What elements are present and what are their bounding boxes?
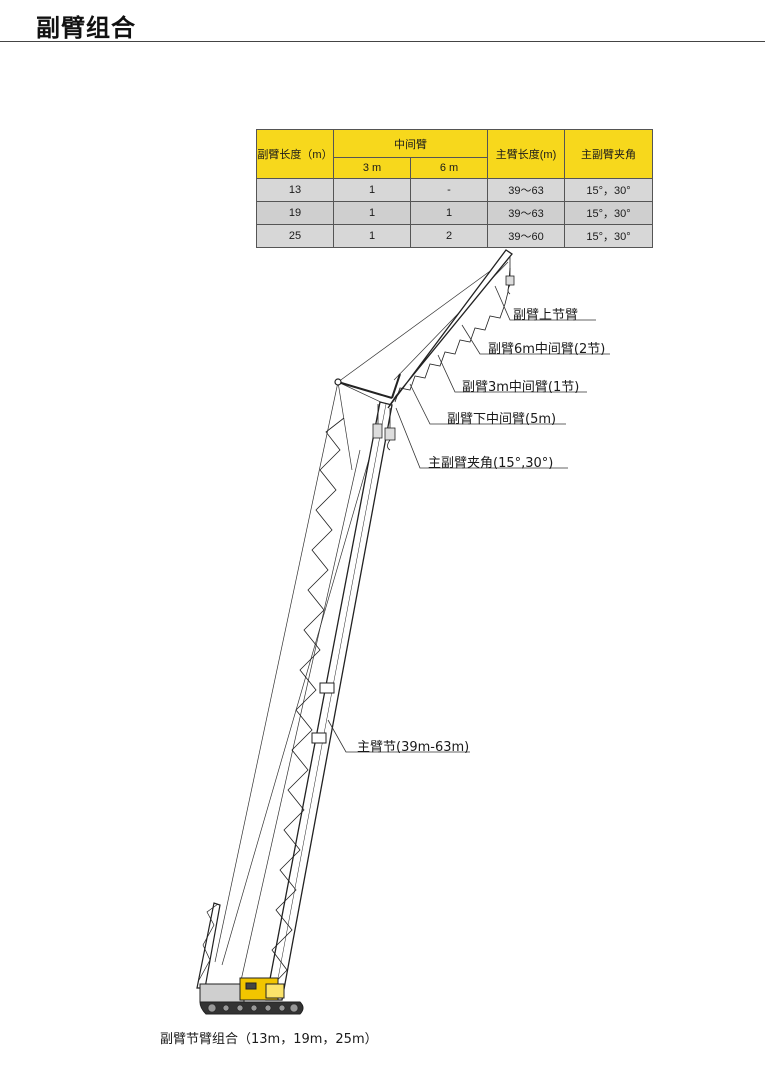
cell-angle: 15°，30° (564, 178, 653, 202)
callout-main-boom-section: 主臂节(39m-63m) (357, 740, 470, 755)
cell-main-boom: 39～60 (487, 224, 565, 248)
title-divider (0, 41, 765, 42)
header-jib-angle: 主副臂夹角 (564, 129, 653, 179)
cell-6m-count: 2 (410, 224, 488, 248)
cell-jib-length: 25 (256, 224, 334, 248)
crane-body (199, 977, 304, 1015)
cell-jib-length: 19 (256, 201, 334, 225)
cell-6m-count: - (410, 178, 488, 202)
callout-jib-angle: 主副臂夹角(15°,30°) (428, 456, 554, 471)
header-middle-jib: 中间臂 (333, 129, 488, 158)
jib-combination-table: 副臂长度（m） 中间臂 主臂长度(m) 主副臂夹角 3 m 6 m 13 1 -… (256, 129, 653, 248)
header-main-boom-length: 主臂长度(m) (487, 129, 565, 179)
header-middle-6m: 6 m (410, 157, 488, 179)
leader-lines (327, 285, 610, 753)
cell-3m-count: 1 (333, 224, 411, 248)
hook-blocks (372, 256, 515, 451)
figure-caption: 副臂节臂组合（13m，19m，25m） (160, 1032, 378, 1047)
callout-jib-6m-middle: 副臂6m中间臂(2节) (488, 342, 606, 357)
cell-jib-length: 13 (256, 178, 334, 202)
cell-main-boom: 39～63 (487, 201, 565, 225)
page-title: 副臂组合 (36, 14, 136, 42)
header-jib-length: 副臂长度（m） (256, 129, 334, 179)
callout-jib-3m-middle: 副臂3m中间臂(1节) (462, 380, 580, 395)
jib-strut (337, 373, 401, 399)
header-middle-3m: 3 m (333, 157, 411, 179)
jib (387, 249, 513, 409)
callout-jib-top-section: 副臂上节臂 (513, 308, 579, 323)
main-boom (265, 401, 393, 1001)
table-row: 19 1 1 39～63 15°，30° (256, 201, 653, 225)
pendant-lines (214, 257, 509, 986)
callout-jib-lower-middle: 副臂下中间臂(5m) (447, 412, 557, 427)
cell-angle: 15°，30° (564, 224, 653, 248)
table-row: 25 1 2 39～60 15°，30° (256, 224, 653, 248)
gantry-mast (196, 902, 221, 989)
table-row: 13 1 - 39～63 15°，30° (256, 178, 653, 202)
cell-3m-count: 1 (333, 178, 411, 202)
cell-angle: 15°，30° (564, 201, 653, 225)
strut-pin (334, 378, 342, 386)
